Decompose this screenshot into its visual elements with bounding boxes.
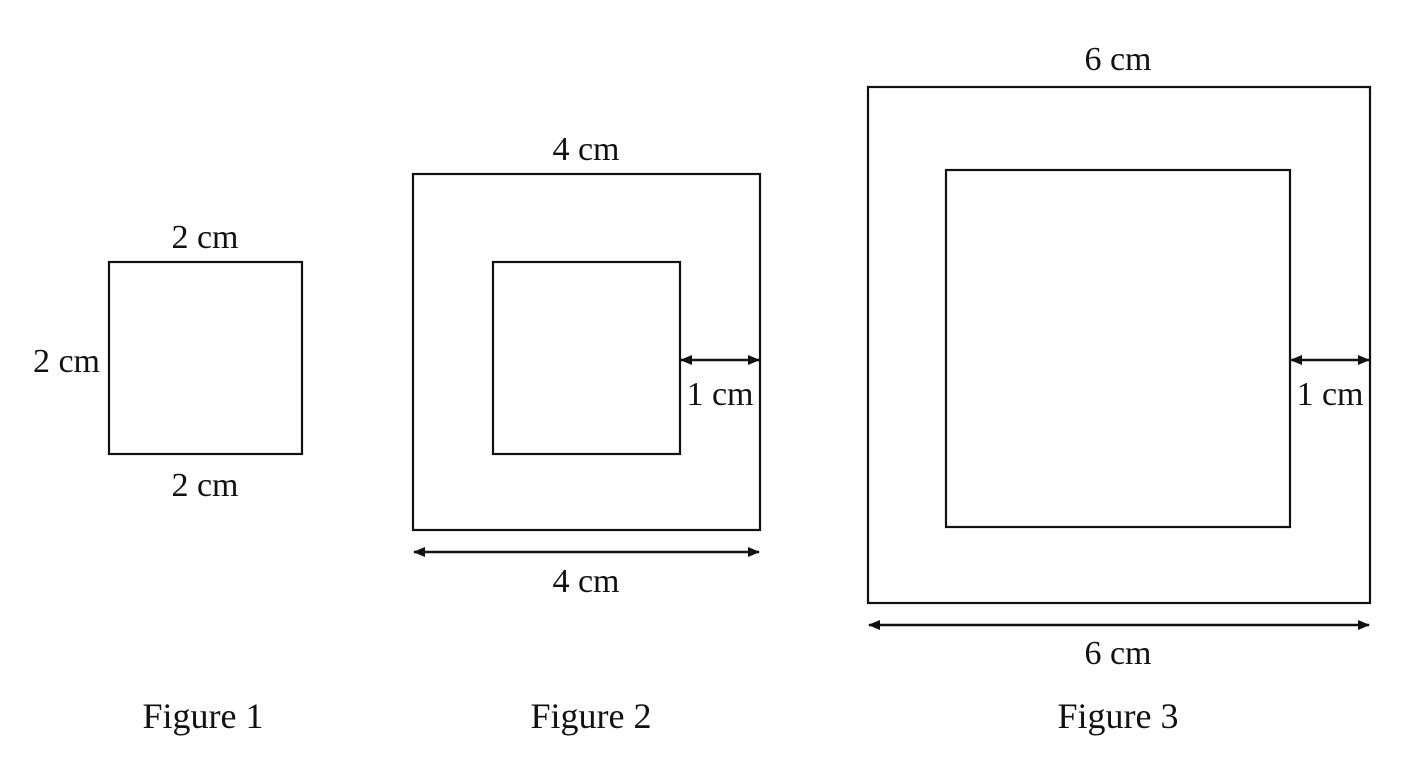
figure-2-gap-label: 1 cm xyxy=(686,376,753,413)
figure-2-inner-square xyxy=(491,260,682,456)
figure-2-top-label: 4 cm xyxy=(552,131,619,168)
figure-2-bottom-label: 4 cm xyxy=(552,563,619,600)
figure-3-caption: Figure 3 xyxy=(1058,696,1179,736)
figure-2: 4 cm 1 cm 4 cm Figure 2 xyxy=(411,131,762,736)
figure-3-bottom-label: 6 cm xyxy=(1084,635,1151,672)
figure-2-outer-square xyxy=(411,172,762,532)
figure-3-gap-label: 1 cm xyxy=(1296,376,1363,413)
figure-1-top-label: 2 cm xyxy=(171,219,238,256)
figure-3: 6 cm 1 cm 6 cm Figure 3 xyxy=(866,41,1372,736)
figure-1-square xyxy=(107,260,304,456)
figure-3-outer-square xyxy=(866,85,1372,605)
figure-1: 2 cm 2 cm 2 cm Figure 1 xyxy=(33,219,304,736)
figure-3-inner-square xyxy=(944,168,1292,529)
figure-1-caption: Figure 1 xyxy=(143,696,264,736)
figure-1-left-label: 2 cm xyxy=(33,343,100,380)
figure-1-bottom-label: 2 cm xyxy=(171,467,238,504)
figure-3-top-label: 6 cm xyxy=(1084,41,1151,78)
figure-2-caption: Figure 2 xyxy=(531,696,652,736)
